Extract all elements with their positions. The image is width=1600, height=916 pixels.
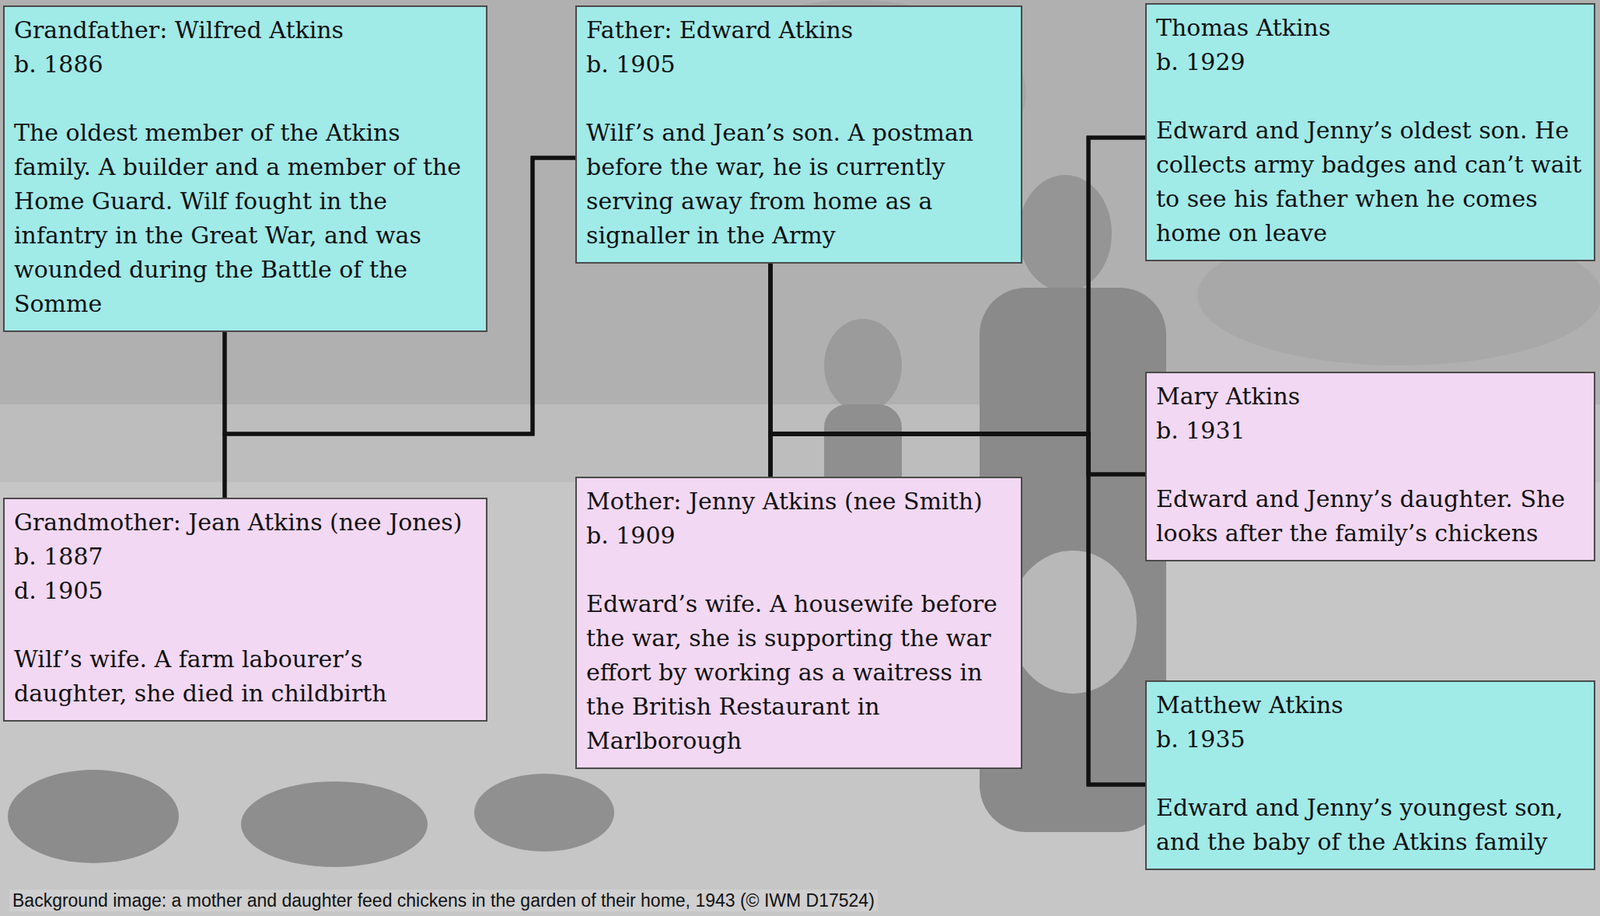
- person-box: Mother: Jenny Atkins (nee Smith)b. 1909E…: [575, 476, 1023, 769]
- person-box: Matthew Atkinsb. 1935Edward and Jenny’s …: [1145, 680, 1596, 870]
- life-date: b. 1931: [1156, 413, 1585, 448]
- photo-chicken: [474, 773, 615, 852]
- person-name: Grandfather: Wilfred Atkins: [13, 13, 477, 48]
- person-name: Mother: Jenny Atkins (nee Smith): [586, 484, 1012, 519]
- life-date: b. 1929: [1156, 45, 1585, 80]
- person-description: Edward and Jenny’s daughter. She looks a…: [1156, 482, 1585, 551]
- photo-mother-head: [1018, 174, 1112, 292]
- person-description: Edward and Jenny’s youngest son, and the…: [1156, 790, 1585, 860]
- person-box: Mary Atkinsb. 1931Edward and Jenny’s dau…: [1145, 371, 1596, 562]
- person-box: Thomas Atkinsb. 1929Edward and Jenny’s o…: [1145, 3, 1596, 262]
- person-name: Thomas Atkins: [1156, 10, 1585, 46]
- person-name: Mary Atkins: [1156, 379, 1585, 414]
- person-name: Matthew Atkins: [1156, 688, 1585, 723]
- person-description: Edward’s wife. A housewife before the wa…: [586, 586, 1012, 759]
- image-caption: Background image: a mother and daughter …: [9, 889, 878, 912]
- life-date: b. 1935: [1156, 722, 1585, 757]
- life-date: b. 1887: [13, 539, 477, 574]
- person-box: Grandmother: Jean Atkins (nee Jones)b. 1…: [3, 497, 488, 722]
- person-description: Edward and Jenny’s oldest son. He collec…: [1156, 113, 1585, 251]
- person-name: Grandmother: Jean Atkins (nee Jones): [13, 505, 477, 540]
- person-box: Father: Edward Atkinsb. 1905Wilf’s and J…: [575, 5, 1023, 264]
- photo-chicken: [7, 769, 179, 863]
- life-date: b. 1905: [586, 47, 1012, 82]
- person-description: The oldest member of the Atkins family. …: [13, 115, 477, 322]
- life-date: d. 1905: [13, 573, 477, 608]
- person-description: Wilf’s wife. A farm labourer’s daughter,…: [13, 642, 477, 711]
- photo-chicken: [241, 781, 428, 867]
- person-name: Father: Edward Atkins: [586, 13, 1012, 48]
- life-date: b. 1909: [586, 518, 1012, 553]
- photo-girl-head: [824, 318, 902, 413]
- person-box: Grandfather: Wilfred Atkinsb. 1886The ol…: [3, 5, 488, 332]
- photo-bowl: [1006, 548, 1139, 696]
- life-date: b. 1886: [13, 47, 477, 82]
- person-description: Wilf’s and Jean’s son. A postman before …: [586, 115, 1012, 253]
